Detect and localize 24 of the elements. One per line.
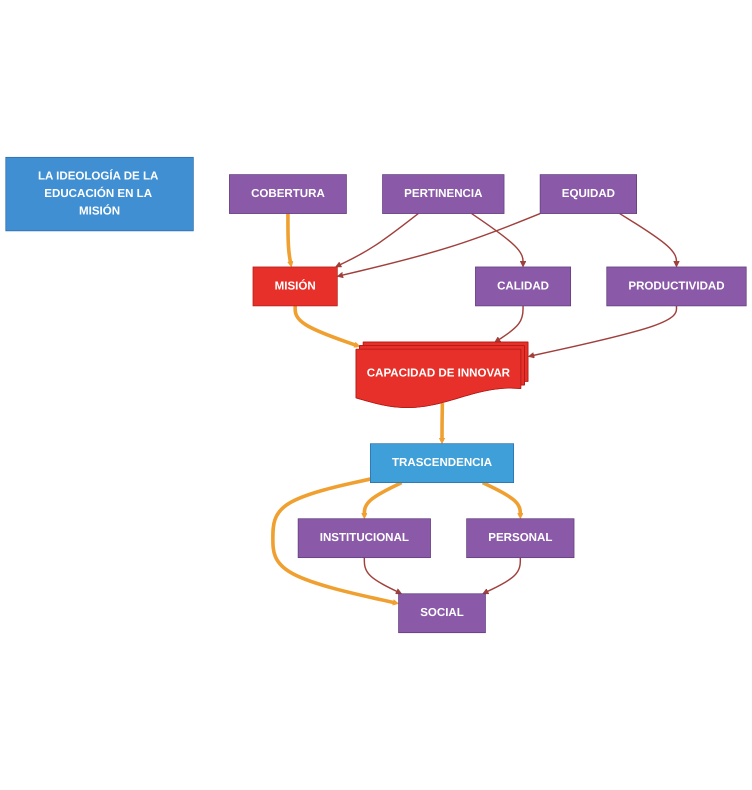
node-box: INSTITUCIONAL	[298, 518, 431, 558]
arrow	[335, 212, 419, 268]
arrow	[619, 212, 680, 268]
arrow	[471, 212, 526, 268]
arrow	[494, 306, 524, 343]
node-box: LA IDEOLOGÍA DE LA EDUCACIÓN EN LA MISIÓN	[5, 156, 194, 232]
arrow	[271, 477, 399, 606]
arrow	[286, 214, 294, 268]
node-box: MISIÓN	[252, 266, 338, 306]
arrow	[364, 558, 402, 594]
node-box: PERTINENCIA	[382, 174, 504, 214]
arrow	[482, 558, 522, 594]
node-box: PERSONAL	[466, 518, 574, 558]
node-box: SOCIAL	[398, 593, 486, 634]
node-box: PRODUCTIVIDAD	[606, 266, 747, 306]
arrow	[361, 481, 402, 520]
node-box: TRASCENDENCIA	[370, 443, 514, 484]
arrow	[482, 481, 524, 520]
node-box: COBERTURA	[229, 174, 347, 214]
node-box: EQUIDAD	[540, 174, 637, 214]
arrow	[528, 306, 678, 358]
arrow	[438, 403, 446, 444]
node-box: CALIDAD	[475, 266, 572, 306]
arrow	[337, 212, 540, 278]
